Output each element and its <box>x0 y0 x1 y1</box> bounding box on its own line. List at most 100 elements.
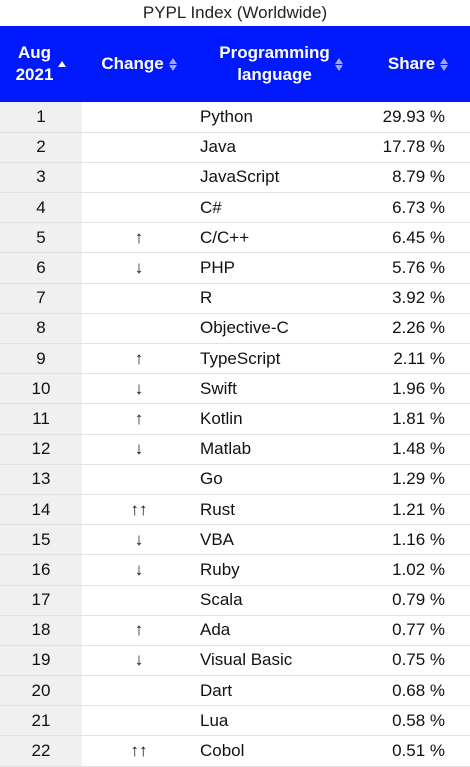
share-cell: 6.45 % <box>366 222 470 254</box>
change-cell <box>82 102 196 133</box>
language-cell: Rust <box>196 494 366 526</box>
change-cell <box>82 464 196 495</box>
share-cell: 1.81 % <box>366 403 470 435</box>
rank-cell: 4 <box>0 192 82 224</box>
change-cell: ↓ <box>82 434 196 465</box>
rank-column-header[interactable]: Aug 2021 <box>0 26 82 102</box>
share-column-header[interactable]: Share <box>366 26 470 102</box>
language-cell: Ada <box>196 615 366 646</box>
share-cell: 2.26 % <box>366 313 470 345</box>
rank-cell: 7 <box>0 283 82 314</box>
share-cell: 1.48 % <box>366 434 470 465</box>
change-cell: ↓ <box>82 524 196 556</box>
language-column-header[interactable]: Programming language <box>196 26 366 102</box>
language-cell: TypeScript <box>196 343 366 375</box>
rank-cell: 14 <box>0 494 82 526</box>
table-row: 5↑C/C++6.45 % <box>0 222 470 254</box>
language-cell: Lua <box>196 705 366 737</box>
change-cell <box>82 675 196 707</box>
language-cell: Dart <box>196 675 366 707</box>
rank-cell: 3 <box>0 162 82 194</box>
share-cell: 0.79 % <box>366 585 470 616</box>
language-cell: Objective-C <box>196 313 366 345</box>
language-cell: Go <box>196 464 366 495</box>
language-cell: VBA <box>196 524 366 556</box>
change-header-label: Change <box>101 54 164 73</box>
share-cell: 0.58 % <box>366 705 470 737</box>
language-cell: Ruby <box>196 554 366 586</box>
rank-cell: 20 <box>0 675 82 707</box>
change-cell <box>82 132 196 163</box>
change-cell <box>82 283 196 314</box>
share-cell: 2.11 % <box>366 343 470 375</box>
share-cell: 3.92 % <box>366 283 470 314</box>
language-cell: Scala <box>196 585 366 616</box>
language-header-line-1: Programming <box>219 43 330 62</box>
rank-cell: 9 <box>0 343 82 375</box>
language-cell: JavaScript <box>196 162 366 194</box>
sort-icon <box>440 57 449 71</box>
share-cell: 0.68 % <box>366 675 470 707</box>
rank-cell: 19 <box>0 645 82 677</box>
share-cell: 6.73 % <box>366 192 470 224</box>
change-cell: ↑ <box>82 343 196 375</box>
rank-cell: 10 <box>0 373 82 405</box>
change-cell <box>82 192 196 224</box>
language-cell: Java <box>196 132 366 163</box>
change-cell <box>82 162 196 194</box>
share-cell: 8.79 % <box>366 162 470 194</box>
rank-cell: 6 <box>0 252 82 284</box>
language-cell: Python <box>196 102 366 133</box>
change-cell: ↓ <box>82 554 196 586</box>
share-cell: 0.77 % <box>366 615 470 646</box>
change-cell <box>82 313 196 345</box>
sort-icon <box>168 57 177 71</box>
rank-header-line-2: 2021 <box>15 65 54 84</box>
change-cell: ↑ <box>82 615 196 646</box>
share-cell: 1.21 % <box>366 494 470 526</box>
language-cell: Kotlin <box>196 403 366 435</box>
share-cell: 1.16 % <box>366 524 470 556</box>
share-cell: 5.76 % <box>366 252 470 284</box>
share-header-label: Share <box>387 54 436 73</box>
language-cell: Swift <box>196 373 366 405</box>
rank-cell: 21 <box>0 705 82 737</box>
table-caption: PYPL Index (Worldwide) <box>142 3 328 22</box>
language-header-line-2: language <box>237 65 312 84</box>
change-cell: ↓ <box>82 645 196 677</box>
rank-cell: 2 <box>0 132 82 163</box>
share-cell: 1.29 % <box>366 464 470 495</box>
language-cell: Visual Basic <box>196 645 366 677</box>
rank-cell: 8 <box>0 313 82 345</box>
change-column-header[interactable]: Change <box>82 26 196 102</box>
language-cell: PHP <box>196 252 366 284</box>
share-cell: 1.02 % <box>366 554 470 586</box>
language-cell: Matlab <box>196 434 366 465</box>
share-cell: 17.78 % <box>366 132 470 163</box>
rank-cell: 12 <box>0 434 82 465</box>
rank-cell: 16 <box>0 554 82 586</box>
sort-icon <box>334 57 343 71</box>
rank-cell: 1 <box>0 102 82 133</box>
share-cell: 0.75 % <box>366 645 470 677</box>
